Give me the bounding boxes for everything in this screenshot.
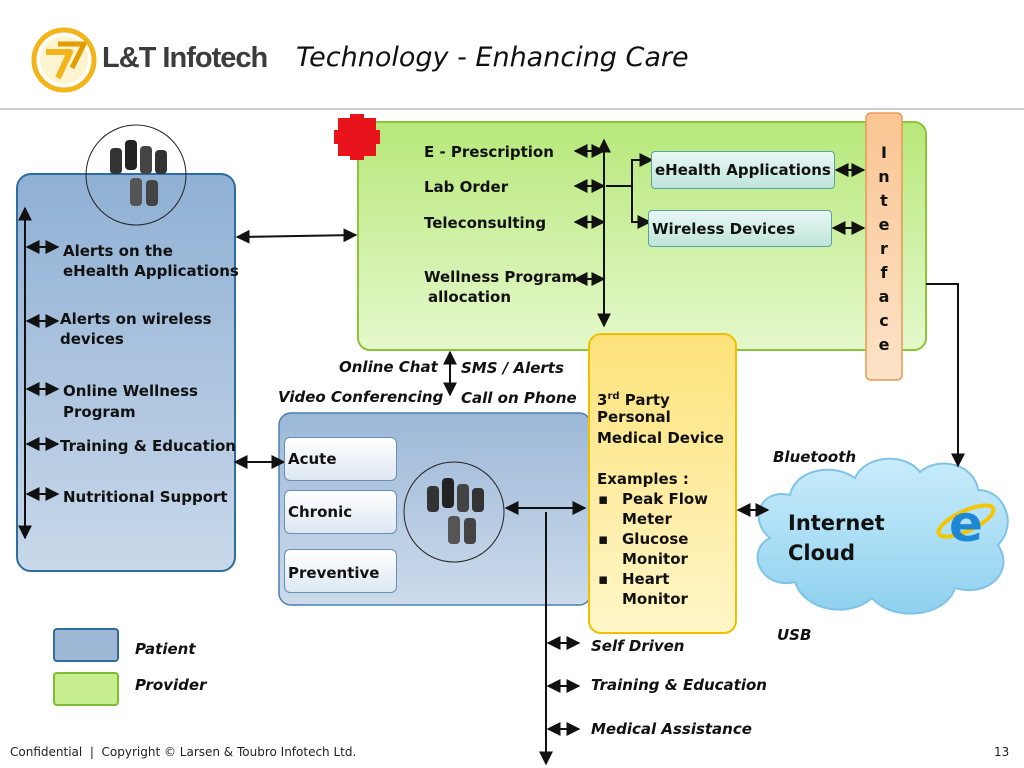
care-type-label: Acute	[288, 450, 337, 468]
interface-letter: r	[880, 239, 888, 258]
channel-video-conferencing: Video Conferencing	[278, 388, 444, 406]
channel-call-on-phone: Call on Phone	[461, 389, 577, 407]
ehealth-applications-label: eHealth Applications	[655, 161, 831, 179]
wireless-devices-label: Wireless Devices	[652, 219, 796, 238]
footer-page-number: 13	[994, 745, 1010, 759]
provider-item-allocation: allocation	[428, 288, 512, 306]
care-type-preventive: Preventive	[284, 549, 397, 593]
connection-usb: USB	[777, 626, 812, 644]
interface-letter: e	[878, 215, 890, 234]
legend-provider-label: Provider	[135, 676, 207, 694]
interface-letter: c	[879, 311, 889, 330]
interface-letter: t	[880, 191, 888, 210]
cloud-label-line1: Internet	[788, 511, 885, 535]
care-type-chronic: Chronic	[284, 490, 397, 534]
footer-copyright: Confidential | Copyright © Larsen & Toub…	[10, 745, 357, 759]
page-title: Technology - Enhancing Care	[296, 42, 689, 73]
medical-cross-icon	[334, 114, 380, 160]
patient-item-training-education: Training & Education	[60, 437, 236, 455]
interface-bar	[865, 112, 903, 381]
interface-letter: I	[881, 143, 887, 162]
care-type-label: Preventive	[288, 564, 380, 582]
patient-item-alerts-ehealth-line2: eHealth Applications	[63, 262, 239, 280]
wireless-devices-box: Wireless Devices	[648, 210, 832, 247]
device-title-line1: 3rd Party	[597, 391, 670, 409]
legend-provider-swatch	[53, 672, 119, 706]
legend-patient-label: Patient	[135, 640, 196, 658]
interface-letter: f	[880, 263, 888, 282]
interface-letter: e	[878, 335, 890, 354]
connection-bluetooth: Bluetooth	[773, 448, 857, 466]
device-title-line3: Medical Device	[597, 429, 724, 447]
cloud-label-line2: Cloud	[788, 541, 856, 565]
patient-item-alerts-ehealth-line1: Alerts on the	[63, 242, 173, 260]
company-logo-text: L&T Infotech	[102, 42, 268, 74]
patient-panel	[16, 173, 236, 572]
device-title-line2: Personal	[597, 408, 671, 426]
provider-item-lab-order: Lab Order	[424, 178, 509, 196]
patient-item-alerts-wireless-line1: Alerts on wireless	[60, 310, 212, 328]
legend-patient-swatch	[53, 628, 119, 662]
people-group-icon	[85, 124, 187, 226]
connector-arrows	[18, 138, 965, 766]
people-group-icon-care	[403, 461, 505, 563]
internet-cloud	[756, 457, 1009, 615]
header-divider	[0, 108, 1024, 110]
provider-item-teleconsulting: Teleconsulting	[424, 214, 547, 232]
device-examples-label: Examples :	[597, 470, 689, 488]
patient-item-alerts-wireless-line2: devices	[60, 330, 124, 348]
internet-explorer-icon: e	[936, 495, 996, 553]
care-type-acute: Acute	[284, 437, 397, 481]
ehealth-applications-box: eHealth Applications	[651, 151, 835, 189]
support-item-training-education: Training & Education	[591, 676, 767, 694]
patient-item-nutritional-support: Nutritional Support	[63, 488, 228, 506]
interface-label: I n t e r f a c e	[866, 141, 902, 357]
provider-item-e-prescription: E - Prescription	[424, 143, 554, 161]
support-item-medical-assistance: Medical Assistance	[591, 720, 752, 738]
provider-item-wellness-program: Wellness Program	[424, 268, 577, 286]
svg-text:e: e	[949, 495, 983, 553]
care-type-label: Chronic	[288, 503, 353, 521]
channel-sms-alerts: SMS / Alerts	[461, 359, 564, 377]
patient-item-online-wellness-line1: Online Wellness	[63, 382, 198, 400]
interface-letter: a	[878, 287, 890, 306]
patient-item-online-wellness-line2: Program	[63, 403, 136, 421]
support-item-self-driven: Self Driven	[591, 637, 685, 655]
interface-letter: n	[878, 167, 890, 186]
channel-online-chat: Online Chat	[339, 358, 438, 376]
device-title-superscript: rd	[607, 391, 620, 402]
lt-logo-icon	[31, 27, 97, 93]
